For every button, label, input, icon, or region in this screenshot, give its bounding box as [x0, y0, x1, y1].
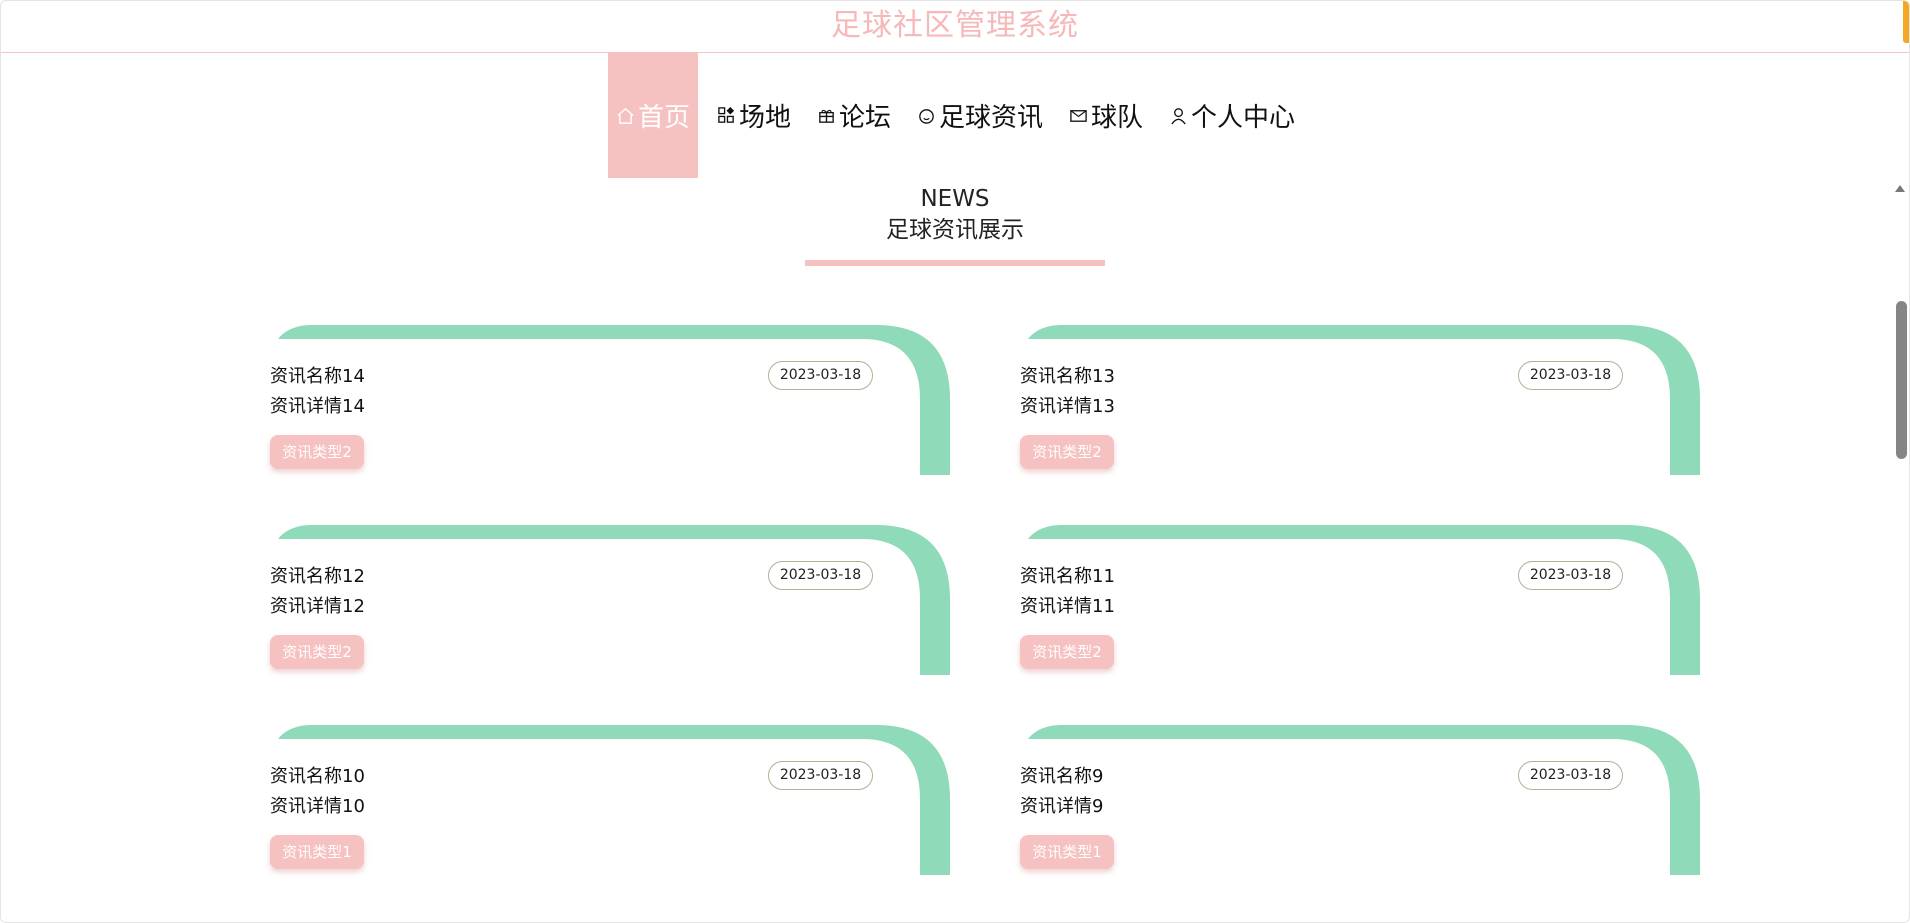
card-decoration-arc [1028, 525, 1700, 675]
news-name: 资讯名称13 [1020, 366, 1115, 387]
news-card[interactable]: 资讯名称11 资讯详情11 2023-03-18 资讯类型2 [1020, 525, 1700, 675]
gift-icon [819, 109, 834, 123]
nav-item-profile[interactable]: 个人中心 [1162, 53, 1302, 178]
news-date-badge: 2023-03-18 [768, 361, 873, 390]
home-icon [617, 107, 634, 124]
news-name: 资讯名称10 [270, 766, 365, 787]
news-type-tag[interactable]: 资讯类型1 [270, 835, 364, 869]
nav-item-forum[interactable]: 论坛 [810, 53, 898, 178]
section-underline [805, 260, 1105, 266]
card-decoration-arc [278, 525, 950, 675]
main-nav: 首页 场地 论坛 足球资讯 球队 个人中心 [1, 53, 1909, 178]
news-name: 资讯名称9 [1020, 766, 1104, 787]
news-detail: 资讯详情11 [1020, 596, 1115, 617]
news-type-tag[interactable]: 资讯类型2 [270, 635, 364, 669]
news-type-tag[interactable]: 资讯类型1 [1020, 835, 1114, 869]
card-decoration-arc [1028, 725, 1700, 875]
nav-item-label: 足球资讯 [939, 103, 1044, 133]
corner-scroll-indicator [1903, 1, 1909, 43]
news-type-tag[interactable]: 资讯类型2 [1020, 435, 1114, 469]
news-date-badge: 2023-03-18 [1518, 561, 1623, 590]
news-detail: 资讯详情10 [270, 796, 365, 817]
news-date-badge: 2023-03-18 [1518, 761, 1623, 790]
news-card[interactable]: 资讯名称10 资讯详情10 2023-03-18 资讯类型1 [270, 725, 950, 875]
nav-item-news[interactable]: 足球资讯 [910, 53, 1050, 178]
user-icon [1171, 108, 1186, 125]
news-card[interactable]: 资讯名称14 资讯详情14 2023-03-18 资讯类型2 [270, 325, 950, 475]
mail-icon [1070, 110, 1087, 122]
nav-item-label: 论坛 [838, 103, 891, 133]
news-date-badge: 2023-03-18 [1518, 361, 1623, 390]
scrollbar-thumb[interactable] [1896, 301, 1907, 459]
news-detail: 资讯详情14 [270, 396, 365, 417]
scroll-up-arrow-icon[interactable] [1895, 185, 1905, 192]
news-type-tag[interactable]: 资讯类型2 [1020, 635, 1114, 669]
grid-icon [718, 106, 735, 123]
section-heading: NEWS 足球资讯展示 [1, 184, 1909, 266]
nav-item-team[interactable]: 球队 [1062, 53, 1150, 178]
card-decoration-arc [278, 725, 950, 875]
section-title-en: NEWS [920, 186, 990, 212]
news-date-badge: 2023-03-18 [768, 761, 873, 790]
section-title-zh: 足球资讯展示 [886, 217, 1024, 243]
news-name: 资讯名称14 [270, 366, 365, 387]
nav-item-label: 个人中心 [1191, 103, 1296, 133]
card-decoration-arc [1028, 325, 1700, 475]
nav-item-home[interactable]: 首页 [607, 53, 698, 178]
system-title: 足球社区管理系统 [831, 8, 1079, 43]
nav-item-label: 首页 [637, 103, 690, 133]
news-card[interactable]: 资讯名称13 资讯详情13 2023-03-18 资讯类型2 [1020, 325, 1700, 475]
vertical-scrollbar[interactable] [1893, 179, 1909, 922]
card-decoration-arc [278, 325, 950, 475]
news-name: 资讯名称11 [1020, 566, 1115, 587]
news-date-badge: 2023-03-18 [768, 561, 873, 590]
news-detail: 资讯详情9 [1020, 796, 1104, 817]
nav-item-venue[interactable]: 场地 [710, 53, 798, 178]
top-header: 足球社区管理系统 [1, 1, 1909, 53]
news-detail: 资讯详情12 [270, 596, 365, 617]
news-name: 资讯名称12 [270, 566, 365, 587]
nav-item-label: 场地 [738, 103, 791, 133]
nav-item-label: 球队 [1091, 103, 1144, 133]
news-type-tag[interactable]: 资讯类型2 [270, 435, 364, 469]
news-card[interactable]: 资讯名称12 资讯详情12 2023-03-18 资讯类型2 [270, 525, 950, 675]
news-detail: 资讯详情13 [1020, 396, 1115, 417]
news-card[interactable]: 资讯名称9 资讯详情9 2023-03-18 资讯类型1 [1020, 725, 1700, 875]
smile-icon [919, 109, 934, 124]
